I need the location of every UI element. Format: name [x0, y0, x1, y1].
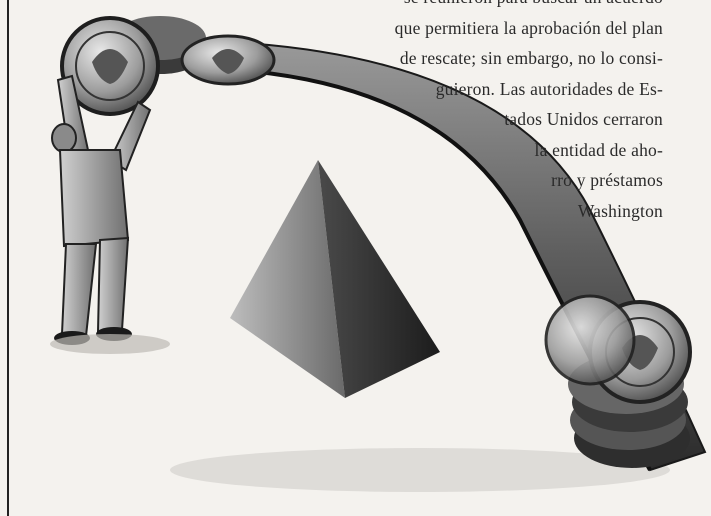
man-figure	[50, 16, 170, 354]
page-margin-rule	[7, 0, 9, 516]
article-line: tados Unidos cerraron	[504, 109, 663, 129]
ground-shadow	[170, 448, 670, 492]
article-line: Washington	[577, 200, 663, 221]
article-line: rro y préstamos	[551, 170, 663, 190]
pyramid-fulcrum	[230, 160, 440, 398]
right-coin-stack	[544, 294, 692, 468]
article-line: se reunieron para buscar un acuerdo	[333, 0, 663, 13]
article-text-block: se reunieron para buscar un acuerdo que …	[333, 0, 663, 226]
article-line: de rescate; sin embargo, no lo consi-	[399, 48, 663, 68]
article-line: guieron. Las autoridades de Es-	[435, 78, 663, 99]
article-line: la entidad de aho-	[534, 139, 663, 160]
article-line: que permitiera la aprobación del plan	[394, 17, 663, 38]
